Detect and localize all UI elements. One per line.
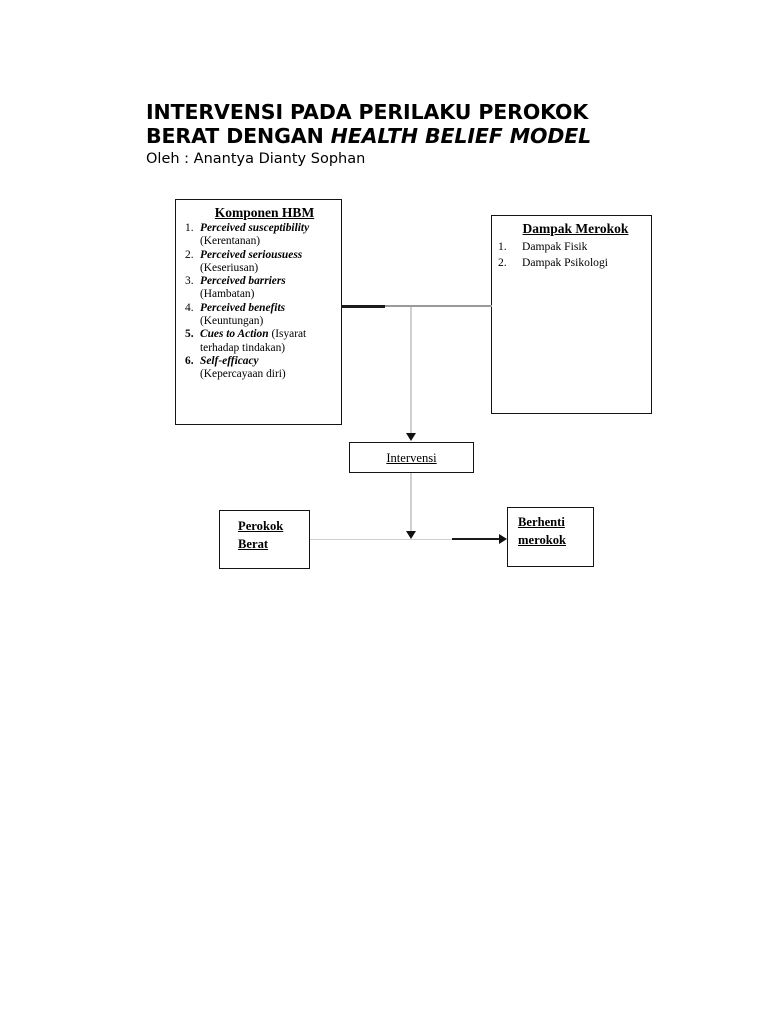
list-item-number: 4. (185, 301, 194, 314)
list-item-number: 2. (185, 248, 194, 261)
berhenti-merokok-label: Berhenti merokok (508, 508, 593, 549)
list-item: 4. Perceived benefits(Keuntungan) (181, 302, 337, 329)
list-item-number: 3. (185, 275, 194, 288)
list-item-body: Perceived susceptibility(Kerentanan) (200, 222, 337, 249)
list-item-term: Self-efficacy (200, 354, 259, 367)
connector-horizontal-bottom (310, 538, 499, 540)
list-item-body: Self-efficacy(Kepercayaan diri) (200, 355, 337, 382)
list-item: 1. Perceived susceptibility(Kerentanan) (181, 222, 337, 249)
list-item: 5. Cues to Action (Isyarat terhadap tind… (181, 328, 337, 355)
page-title: INTERVENSI PADA PERILAKU PEROKOK BERAT D… (146, 100, 666, 169)
list-item-number: 2. (498, 255, 507, 269)
list-item-gloss: (Keuntungan) (200, 315, 264, 328)
intervensi-box: Intervensi (349, 442, 474, 473)
list-item-label: Dampak Psikologi (522, 255, 608, 269)
dampak-merokok-list: 1. Dampak Fisik 2. Dampak Psikologi (492, 239, 651, 270)
list-item-body: Perceived seriousuess(Keseriusan) (200, 249, 337, 276)
title-line-2: BERAT DENGAN HEALTH BELIEF MODEL (146, 124, 666, 148)
list-item-term: Cues to Action (200, 328, 269, 341)
connector-vertical-to-intervensi (410, 307, 412, 436)
arrowhead-down-icon (406, 433, 416, 441)
list-item-gloss: (Isyarat terhadap tindakan) (200, 328, 307, 354)
list-item-number: 1. (498, 240, 507, 253)
berhenti-merokok-box: Berhenti merokok (507, 507, 594, 567)
list-item: 1. Dampak Fisik (498, 239, 651, 255)
dampak-merokok-box: Dampak Merokok 1. Dampak Fisik 2. Dampak… (491, 215, 652, 414)
list-item-term: Perceived susceptibility (200, 222, 310, 234)
list-item-body: Perceived benefits(Keuntungan) (200, 302, 337, 329)
title-line-1: INTERVENSI PADA PERILAKU PEROKOK (146, 100, 589, 124)
list-item: 2. Perceived seriousuess(Keseriusan) (181, 249, 337, 276)
intervensi-label: Intervensi (386, 451, 437, 465)
title-line-2-normal: BERAT DENGAN (146, 124, 331, 148)
title-line-2-italic: HEALTH BELIEF MODEL (330, 124, 592, 148)
perokok-berat-label: Perokok Berat (220, 511, 309, 553)
list-item-gloss: (Kerentanan) (200, 235, 261, 248)
komponen-hbm-list: 1. Perceived susceptibility(Kerentanan) … (176, 222, 341, 382)
author-byline: Oleh : Anantya Dianty Sophan (146, 151, 366, 167)
list-item-term: Perceived benefits (200, 301, 286, 314)
list-item-gloss: (Keseriusan) (200, 261, 259, 274)
list-item: 2. Dampak Psikologi (498, 255, 651, 271)
list-item-number: 6. (185, 354, 194, 367)
perokok-berat-line-2: Berat (238, 537, 269, 551)
arrowhead-down-icon (406, 531, 416, 539)
list-item: 3. Perceived barriers(Hambatan) (181, 275, 337, 302)
perokok-berat-box: Perokok Berat (219, 510, 310, 569)
connector-horizontal-bottom-dark (452, 538, 499, 540)
komponen-hbm-box: Komponen HBM 1. Perceived susceptibility… (175, 199, 342, 425)
list-item: 6. Self-efficacy(Kepercayaan diri) (181, 355, 337, 382)
list-item-term: Perceived seriousuess (200, 248, 303, 261)
komponen-hbm-heading: Komponen HBM (214, 205, 315, 220)
list-item-label: Dampak Fisik (522, 240, 588, 253)
berhenti-merokok-line-1: Berhenti (518, 515, 565, 529)
list-item-number: 5. (185, 328, 194, 341)
connector-horizontal-top-stub (341, 305, 385, 308)
perokok-berat-line-1: Perokok (238, 519, 284, 533)
list-item-gloss: (Kepercayaan diri) (200, 368, 286, 381)
list-item-term: Perceived barriers (200, 275, 286, 288)
connector-vertical-from-intervensi (410, 473, 412, 533)
list-item-number: 1. (185, 222, 194, 234)
berhenti-merokok-line-2: merokok (518, 533, 567, 547)
list-item-body: Cues to Action (Isyarat terhadap tindaka… (200, 328, 337, 355)
arrowhead-right-icon (499, 534, 507, 544)
list-item-gloss: (Hambatan) (200, 288, 255, 301)
dampak-merokok-heading: Dampak Merokok (522, 221, 629, 236)
list-item-body: Perceived barriers(Hambatan) (200, 275, 337, 302)
connector-horizontal-top (341, 305, 492, 307)
